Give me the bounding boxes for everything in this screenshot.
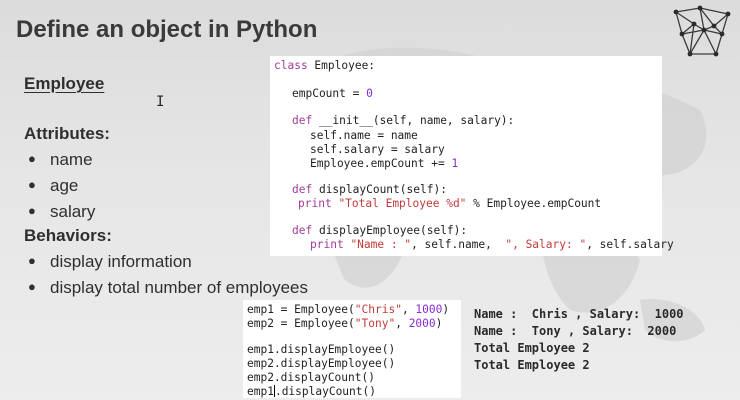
network-logo-icon [673, 5, 731, 57]
bullet-icon: ● [28, 253, 36, 268]
code-line: emp1.displayEmployee() [247, 343, 396, 356]
code-line: self.salary = salary [310, 143, 445, 156]
code-line: emp2 = Employee("Tony", 2000) [247, 317, 443, 330]
code-line: def __init__(self, name, salary): [292, 114, 515, 127]
code-line: def displayCount(self): [292, 183, 447, 196]
bullet-icon: ● [28, 177, 36, 192]
code-line: emp2.displayCount() [247, 371, 375, 384]
attribute-item: ●salary [28, 202, 96, 221]
output-line: Total Employee 2 [474, 341, 590, 355]
bullet-icon: ● [28, 203, 36, 218]
slide-title: Define an object in Python [16, 16, 318, 43]
code-line: emp2.displayEmployee() [247, 357, 396, 370]
attribute-item: ●name [28, 150, 93, 169]
code-line: print "Name : ", self.name, ", Salary: "… [310, 238, 674, 251]
code-line: emp1.displayCount() [247, 385, 376, 398]
class-name-heading: Employee [24, 74, 105, 93]
output-line: Name : Chris , Salary: 1000 [474, 307, 684, 321]
class-definition-code: class Employee: empCount = 0 def __init_… [270, 56, 674, 256]
behaviors-heading: Behaviors: [24, 226, 112, 245]
attributes-heading: Attributes: [24, 124, 110, 143]
attribute-item: ●age [28, 176, 79, 195]
code-line: print "Total Employee %d" % Employee.emp… [298, 197, 602, 210]
code-line: Employee.empCount += 1 [310, 157, 459, 170]
behavior-item: ●display total number of employees [28, 278, 308, 297]
output-line: Name : Tony , Salary: 2000 [474, 324, 677, 338]
output-line: Total Employee 2 [474, 358, 590, 372]
code-line: class Employee: [274, 59, 376, 72]
behavior-item: ●display information [28, 252, 192, 271]
bullet-icon: ● [28, 151, 36, 166]
text-caret [273, 385, 275, 397]
object-usage-code: emp1 = Employee("Chris", 1000) emp2 = Em… [243, 300, 461, 398]
text-cursor-icon: I [156, 94, 165, 110]
bullet-icon: ● [28, 279, 36, 294]
code-line: self.name = name [310, 129, 418, 142]
code-line: empCount = 0 [292, 87, 373, 100]
code-line: emp1 = Employee("Chris", 1000) [247, 303, 450, 316]
code-line: def displayEmployee(self): [292, 224, 468, 237]
console-output: Name : Chris , Salary: 1000 Name : Tony … [474, 306, 684, 374]
